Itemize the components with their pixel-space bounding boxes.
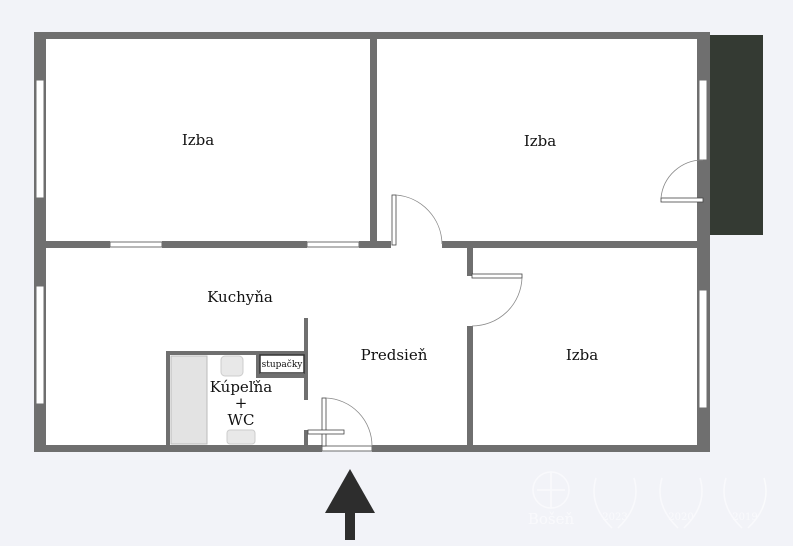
- wall-bath-left: [166, 351, 170, 448]
- opening-kitchen-1: [109, 241, 163, 248]
- room-label-plus: +: [235, 394, 248, 412]
- bathroom-fixtures: [170, 354, 305, 445]
- door-right-room-swing: [471, 277, 523, 327]
- bosen-logo-icon: [532, 471, 570, 509]
- window-left-bottom: [35, 285, 45, 405]
- room-label-izba-top-right: Izba: [524, 132, 556, 150]
- room-label-izba-bottom-right: Izba: [566, 346, 598, 364]
- wall-mid-1: [44, 241, 110, 248]
- room-label-kuchyna: Kuchyňa: [207, 288, 273, 306]
- entrance-door-leaf: [321, 397, 327, 447]
- watermark-brand: Bošeň: [528, 510, 575, 528]
- wall-shaft-bottom: [256, 374, 308, 378]
- wall-mid-4: [442, 241, 700, 248]
- room-label-wc: WC: [228, 411, 255, 429]
- wall-mid-3: [359, 241, 391, 248]
- window-right-top: [698, 79, 708, 161]
- wall-bottom-right: [372, 445, 710, 452]
- door-top-right-leaf: [391, 194, 397, 246]
- laurel-award-icon: [593, 477, 767, 529]
- award-year-3: 2019: [732, 512, 757, 523]
- entrance-door-swing: [325, 397, 373, 447]
- wall-top: [34, 32, 710, 39]
- wall-bath-top: [166, 351, 308, 355]
- window-right-bottom: [698, 289, 708, 409]
- up-arrow-icon: [325, 469, 375, 540]
- wall-bath-hall: [304, 318, 308, 400]
- toilet-icon: [226, 429, 256, 445]
- door-bath-leaf: [307, 429, 345, 435]
- door-balcony-swing: [660, 159, 704, 199]
- award-year-2: 2020: [668, 512, 693, 523]
- window-left-top: [35, 79, 45, 199]
- room-label-predsien: Predsieň: [361, 346, 428, 364]
- award-year-1: 2023: [602, 512, 627, 523]
- doors: [307, 159, 704, 447]
- sink-icon: [220, 355, 244, 377]
- windows: [35, 79, 708, 452]
- room-label-izba-top-left: Izba: [182, 131, 214, 149]
- entrance-opening: [321, 445, 373, 452]
- wall-hall-right-top: [467, 246, 473, 276]
- shaft-label: stupačky: [262, 359, 304, 370]
- door-top-right-swing: [395, 194, 443, 245]
- balcony: [709, 35, 763, 235]
- watermark: Bošeň 2023 2020 2019: [528, 471, 767, 529]
- door-right-room-leaf: [471, 273, 523, 279]
- bathtub-icon: [170, 355, 208, 445]
- room-label-kupelna: Kúpeľňa: [210, 378, 272, 396]
- wall-bottom-left: [34, 445, 322, 452]
- wall-bath-hall-low: [304, 430, 308, 448]
- wall-top-divider: [370, 38, 377, 248]
- door-balcony-leaf: [660, 197, 704, 203]
- wall-mid-2: [162, 241, 307, 248]
- shaft-box: [259, 354, 305, 374]
- wall-shaft-left: [256, 351, 260, 378]
- opening-kitchen-2: [306, 241, 360, 248]
- wall-hall-right-bottom: [467, 326, 473, 450]
